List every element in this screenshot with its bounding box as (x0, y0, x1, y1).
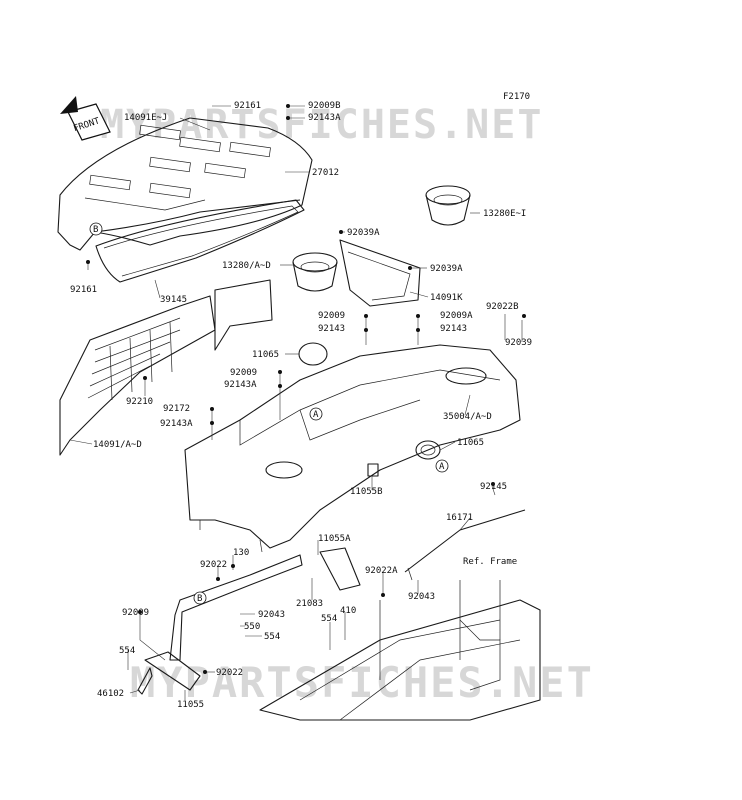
label-92009A: 92009A (440, 311, 473, 321)
callout-b-top: B (89, 222, 103, 236)
watermark-bottom: MYPARTSFICHES.NET (130, 658, 594, 707)
fastener-markers (86, 104, 526, 674)
label-11055B: 11055B (350, 487, 383, 497)
label-92172: 92172 (163, 404, 190, 414)
cup-holder-13280AD (292, 252, 338, 292)
label-92043-left: 92043 (258, 610, 285, 620)
label-92009-left: 92009 (230, 368, 257, 378)
frame-assembly (259, 580, 541, 721)
label-11055A: 11055A (318, 534, 351, 544)
label-11065-right: 11065 (457, 438, 484, 448)
bracket-11055 (144, 554, 303, 691)
bracket-14091K (339, 239, 421, 307)
label-14091K: 14091K (430, 293, 463, 303)
part-46102 (137, 667, 153, 695)
dash-panel-35004 (184, 344, 521, 553)
label-92022-bottom: 92022 (216, 668, 243, 678)
label-92143A-top: 92143A (308, 113, 341, 123)
callout-a-bottom: A (435, 459, 449, 473)
callout-a-top: A (309, 407, 323, 421)
front-arrow-icon: FRONT (60, 96, 111, 141)
label-92161-top: 92161 (234, 101, 261, 111)
label-92022-left: 92022 (200, 560, 227, 570)
label-554-mid: 554 (321, 614, 337, 624)
grille-14091AD (59, 295, 216, 456)
label-92009-bottom: 92009 (122, 608, 149, 618)
label-92039A-2: 92039A (430, 264, 463, 274)
seal-39145 (95, 199, 305, 283)
leader-lines (69, 105, 523, 700)
label-11065-left: 11065 (252, 350, 279, 360)
part-11055B (367, 463, 379, 477)
label-46102: 46102 (97, 689, 124, 699)
label-92210: 92210 (126, 397, 153, 407)
label-554-left: 554 (119, 646, 135, 656)
ref-frame-label: Ref. Frame (463, 557, 517, 567)
label-14091AD: 14091/A~D (93, 440, 142, 450)
label-11055: 11055 (177, 700, 204, 710)
label-92143-right: 92143 (440, 324, 467, 334)
label-92043-right: 92043 (408, 592, 435, 602)
label-92039A-1: 92039A (347, 228, 380, 238)
bracket-upper-left (214, 279, 273, 351)
label-410: 410 (340, 606, 356, 616)
label-92039: 92039 (505, 338, 532, 348)
svg-text:B: B (197, 594, 202, 604)
callout-b-bottom: B (193, 591, 207, 605)
label-92022A: 92022A (365, 566, 398, 576)
label-550: 550 (244, 622, 260, 632)
label-21083: 21083 (296, 599, 323, 609)
roof-cover (57, 117, 313, 251)
label-92009-mid: 92009 (318, 311, 345, 321)
label-92145: 92145 (480, 482, 507, 492)
label-39145: 39145 (160, 295, 187, 305)
label-13280AD: 13280/A~D (222, 261, 271, 271)
label-92143-mid: 92143 (318, 324, 345, 334)
svg-text:B: B (93, 225, 98, 235)
svg-text:A: A (439, 462, 445, 472)
part-labels: 92161 92009B 92143A 14091E~J 27012 13280… (70, 101, 532, 710)
figure-code: F2170 (503, 92, 530, 102)
label-92009B: 92009B (308, 101, 341, 111)
label-92161-left: 92161 (70, 285, 97, 295)
label-27012: 27012 (312, 168, 339, 178)
label-130: 130 (233, 548, 249, 558)
label-14091EJ: 14091E~J (124, 113, 167, 123)
speaker-11065-left (298, 342, 328, 366)
bracket-11055A (319, 547, 361, 591)
cup-holder-13280EI (425, 185, 471, 226)
label-16171: 16171 (446, 513, 473, 523)
label-92143A-mid: 92143A (160, 419, 193, 429)
label-554-right: 554 (264, 632, 280, 642)
label-13280EI: 13280E~I (483, 209, 526, 219)
label-92022B: 92022B (486, 302, 519, 312)
label-92143A-left: 92143A (224, 380, 257, 390)
label-35004AD: 35004/A~D (443, 412, 492, 422)
svg-text:A: A (313, 410, 319, 420)
watermark-top: MYPARTSFICHES.NET (100, 102, 543, 148)
